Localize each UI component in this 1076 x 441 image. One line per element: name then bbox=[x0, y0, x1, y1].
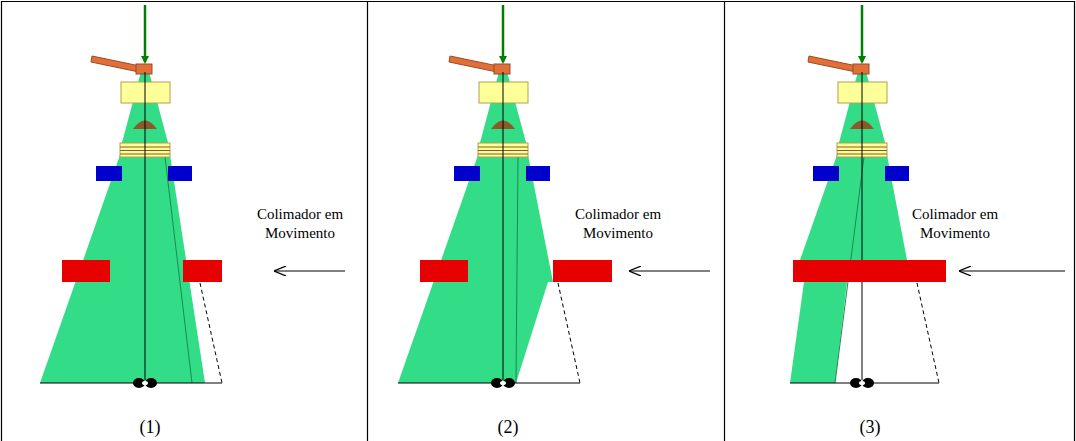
panel-1 bbox=[40, 5, 345, 388]
panel-2 bbox=[398, 5, 710, 388]
panel-number: (1) bbox=[140, 416, 161, 439]
collimator-caption: Colimador em Movimento bbox=[252, 205, 348, 243]
panel-3 bbox=[790, 5, 1065, 388]
collimator-caption: Colimador em Movimento bbox=[907, 205, 1003, 243]
panel-number: (2) bbox=[498, 416, 519, 439]
panel-number: (3) bbox=[860, 416, 881, 439]
collimator-caption: Colimador em Movimento bbox=[570, 205, 666, 243]
